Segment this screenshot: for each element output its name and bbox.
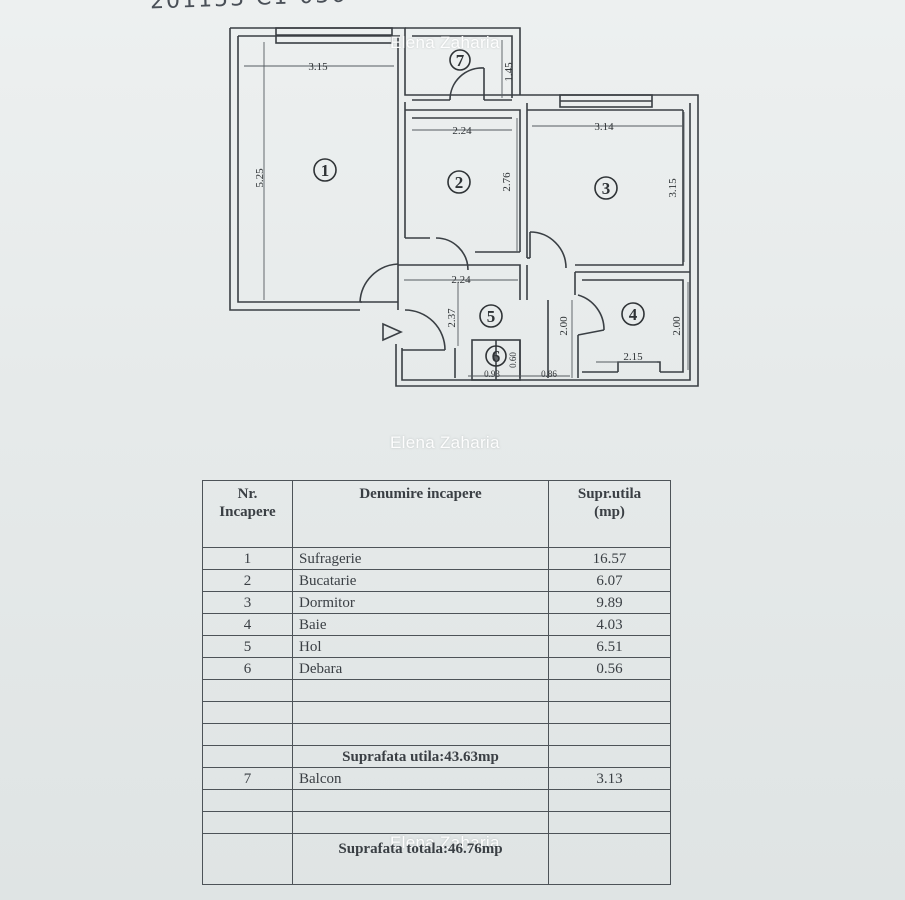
usable-total: Suprafata utila:43.63mp [292,745,549,768]
room-number-3: 3 [602,179,611,198]
row-name: Dormitor [292,591,549,614]
row-area: 16.57 [548,547,671,570]
room-number-1: 1 [321,161,330,180]
room-number-5: 5 [487,307,496,326]
row-name: Hol [292,635,549,658]
empty-row [202,701,671,724]
row-name: Bucatarie [292,569,549,592]
balcony-row: 7 Balcon 3.13 [202,767,671,790]
outer-wall [230,27,699,387]
row-name: Sufragerie [292,547,549,570]
row-nr: 6 [202,657,293,680]
row-area: 9.89 [548,591,671,614]
table-row: 6 Debara 0.56 [202,657,671,680]
dim-r7-height: 1.45 [503,62,515,82]
dim-r2-height: 2.76 [501,172,513,192]
row-nr: 5 [202,635,293,658]
floor-plan: 1 2 3 4 5 6 7 3.15 5.25 1.45 2.24 2.76 3… [229,27,699,387]
header-name: Denumire incapere [292,480,549,548]
dim-r4-width: 2.15 [623,351,643,363]
room-number-6: 6 [492,347,501,366]
empty-row [202,679,671,702]
dim-r4-height: 2.00 [671,316,683,336]
empty-row [202,723,671,746]
room-number-4: 4 [629,305,638,324]
header-area: Supr.utila (mp) [548,480,671,548]
row-area: 4.03 [548,613,671,636]
room-number-7: 7 [456,51,465,70]
dim-r6-w2: 0.60 [508,352,518,368]
table-row: 3 Dormitor 9.89 [202,591,671,614]
row-nr: 7 [202,767,293,790]
dim-hol-height: 2.37 [446,308,458,328]
watermark-top: Elena Zaharia [390,33,500,52]
row-area: 6.07 [548,569,671,592]
row-name: Balcon [292,767,549,790]
row-nr: 3 [202,591,293,614]
empty-row [202,811,671,834]
dim-r1-width: 3.15 [308,61,328,73]
rooms-table: Nr. Incapere Denumire incapere Supr.util… [202,480,671,885]
watermark-middle: Elena Zaharia [390,433,500,452]
room-number-2: 2 [455,173,464,192]
dim-r1-height: 5.25 [254,168,266,188]
header-nr: Nr. Incapere [202,480,293,548]
row-nr: 1 [202,547,293,570]
dim-r2-width: 2.24 [452,125,472,137]
dim-r6-w3: 0.86 [541,369,557,379]
table-row: 1 Sufragerie 16.57 [202,547,671,570]
usable-total-row: Suprafata utila:43.63mp [202,745,671,768]
table-row: 4 Baie 4.03 [202,613,671,636]
empty-row [202,789,671,812]
grand-total-row: Suprafata totala:46.76mp [202,833,671,885]
row-nr: 2 [202,569,293,592]
table-row: 5 Hol 6.51 [202,635,671,658]
dim-hol-height-right: 2.00 [558,316,570,336]
table-row: 2 Bucatarie 6.07 [202,569,671,592]
grand-total: Suprafata totala:46.76mp [292,833,549,885]
dim-r3-height: 3.15 [667,178,679,198]
table-header-row: Nr. Incapere Denumire incapere Supr.util… [202,480,671,548]
row-area: 6.51 [548,635,671,658]
row-nr: 4 [202,613,293,636]
row-area: 0.56 [548,657,671,680]
row-area: 3.13 [548,767,671,790]
dim-r3-width: 3.14 [594,121,614,133]
row-name: Debara [292,657,549,680]
dim-hol-width: 2.24 [451,274,471,286]
row-name: Baie [292,613,549,636]
dim-r6-w1: 0.93 [484,369,500,379]
